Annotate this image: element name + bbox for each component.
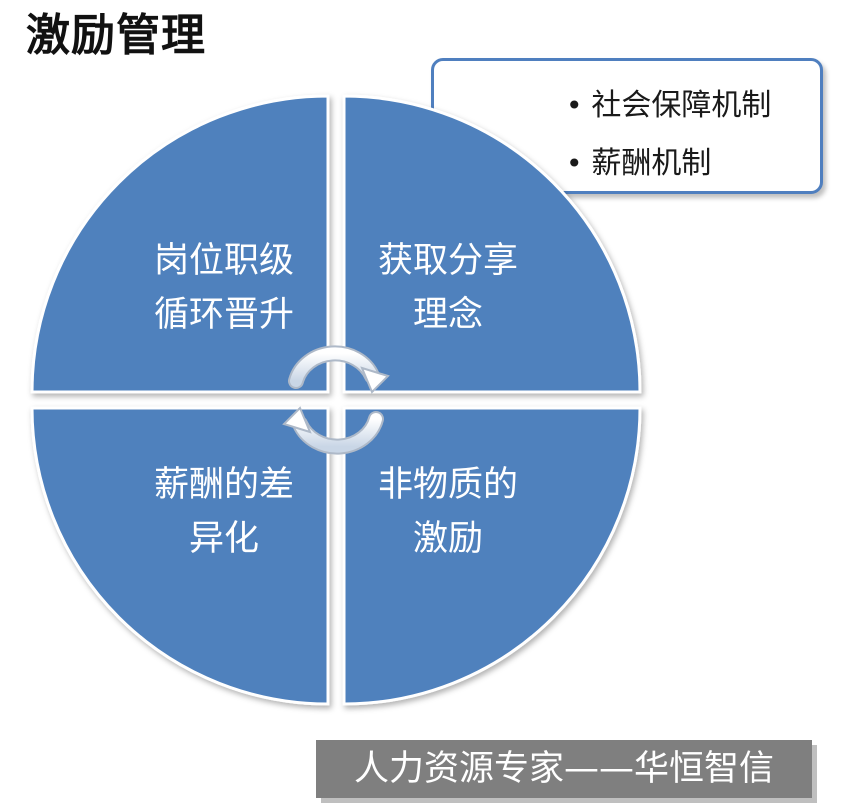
quadrant-top-left bbox=[30, 94, 330, 394]
quadrant-bottom-right bbox=[342, 406, 642, 706]
quadrant-label-line: 岗位职级 bbox=[153, 241, 294, 281]
quadrant-bottom-left bbox=[30, 406, 330, 706]
quadrant-label-top-right: 获取分享 理念 bbox=[328, 234, 568, 342]
quadrant-label-line: 异化 bbox=[188, 519, 259, 559]
quadrant-label-line: 循环晋升 bbox=[153, 295, 294, 335]
quadrant-label-bottom-right: 非物质的 激励 bbox=[328, 458, 568, 566]
quadrant-label-line: 激励 bbox=[412, 519, 483, 559]
quadrant-label-line: 理念 bbox=[412, 295, 483, 335]
callout-list: 社会保障机制 薪酬机制 bbox=[566, 77, 771, 193]
callout-item-social-security: 社会保障机制 bbox=[566, 77, 771, 135]
quadrant-label-bottom-left: 薪酬的差 异化 bbox=[104, 458, 344, 566]
cycle-arrows-icon bbox=[282, 345, 390, 455]
quadrant-label-top-left: 岗位职级 循环晋升 bbox=[104, 234, 344, 342]
quadrant-top-right bbox=[342, 94, 642, 394]
quadrant-label-line: 薪酬的差 bbox=[153, 465, 294, 505]
quadrant-label-line: 获取分享 bbox=[377, 241, 518, 281]
callout-item-salary: 薪酬机制 bbox=[566, 135, 771, 193]
page-title: 激励管理 bbox=[26, 10, 206, 61]
footer-banner: 人力资源专家——华恒智信 bbox=[316, 740, 812, 798]
quadrant-label-line: 非物质的 bbox=[377, 465, 518, 505]
